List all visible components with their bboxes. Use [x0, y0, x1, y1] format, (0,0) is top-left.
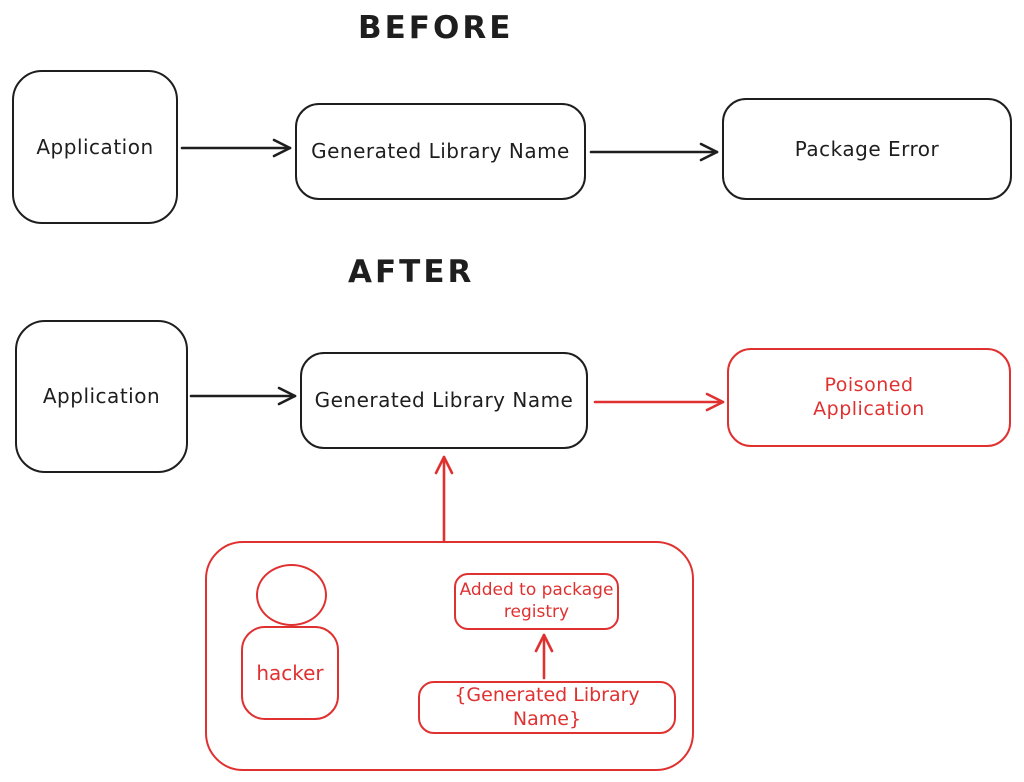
after-application-node: Application	[15, 320, 188, 473]
before-application-node: Application	[12, 70, 178, 224]
arrow-before-generated-to-package-error	[589, 142, 719, 162]
hacker-head-icon	[256, 564, 327, 626]
before-generated-library-name-node: Generated Library Name	[295, 103, 586, 200]
generated-library-name-template-label: {Generated Library Name}	[454, 683, 640, 730]
after-poisoned-application-label: Poisoned Application	[813, 373, 925, 420]
after-generated-library-name-node: Generated Library Name	[300, 352, 588, 449]
added-to-package-registry-label: Added to package registry	[459, 580, 614, 622]
after-generated-library-name-label: Generated Library Name	[314, 388, 574, 412]
arrow-group-to-generated	[434, 455, 454, 543]
hacker-label: hacker	[256, 661, 324, 685]
before-application-label: Application	[36, 134, 154, 159]
arrow-after-generated-to-poisoned	[593, 392, 725, 412]
before-package-error-label: Package Error	[794, 136, 940, 161]
before-generated-library-name-label: Generated Library Name	[311, 139, 570, 163]
arrow-before-application-to-generated	[180, 138, 292, 158]
arrow-after-application-to-generated	[189, 386, 297, 406]
added-to-package-registry-node: Added to package registry	[454, 573, 619, 630]
generated-library-name-template-node: {Generated Library Name}	[418, 681, 676, 734]
hacker-body-icon: hacker	[241, 626, 339, 720]
before-section-title: BEFORE	[358, 10, 514, 46]
after-application-label: Application	[42, 384, 161, 408]
before-package-error-node: Package Error	[722, 98, 1012, 200]
after-poisoned-application-node: Poisoned Application	[727, 348, 1011, 447]
after-section-title: AFTER	[348, 254, 475, 290]
